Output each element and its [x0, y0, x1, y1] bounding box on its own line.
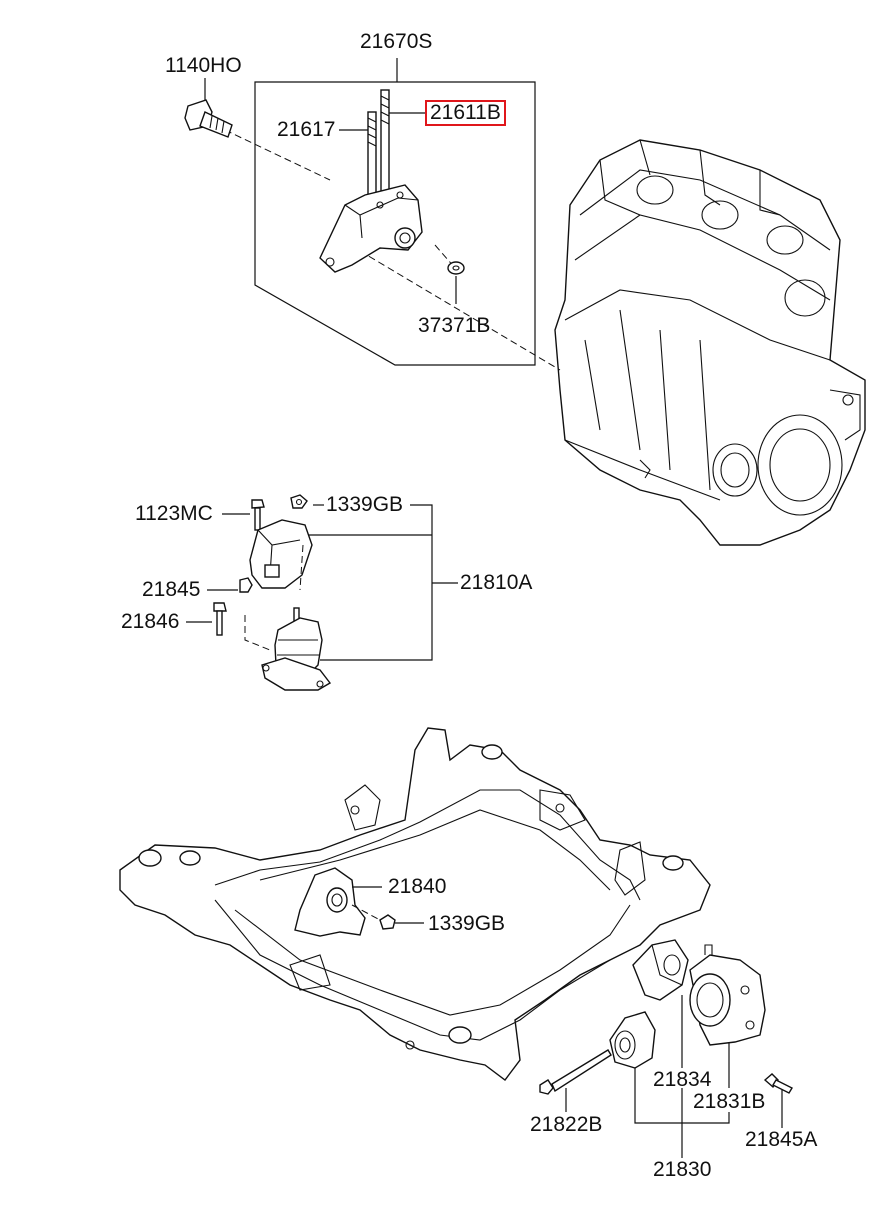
label-21834[interactable]: 21834	[653, 1068, 712, 1091]
label-21845[interactable]: 21845	[142, 578, 201, 601]
bolt-1140HO-drawing	[184, 78, 233, 138]
label-21846[interactable]: 21846	[121, 610, 180, 633]
label-21810A[interactable]: 21810A	[460, 571, 533, 594]
label-21840[interactable]: 21840	[388, 875, 447, 898]
label-1140HO[interactable]: 1140HO	[165, 54, 242, 77]
label-21822B[interactable]: 21822B	[530, 1113, 603, 1136]
mount-21840-drawing	[294, 867, 424, 937]
top-mount-group-frame	[224, 58, 561, 371]
label-21845A[interactable]: 21845A	[745, 1128, 818, 1151]
top-bracket-drawing	[319, 184, 423, 273]
washer-37371B-drawing	[447, 261, 465, 304]
label-1123MC[interactable]: 1123MC	[135, 502, 213, 525]
label-21670S[interactable]: 21670S	[360, 30, 433, 53]
engine-block-drawing	[554, 139, 866, 546]
label-21611B-highlighted[interactable]: 21611B	[425, 100, 506, 126]
rear-mount-group-drawing	[539, 939, 793, 1158]
label-21830[interactable]: 21830	[653, 1158, 712, 1181]
label-21617[interactable]: 21617	[277, 118, 336, 141]
subframe-drawing	[119, 727, 711, 1081]
middle-mount-group-drawing	[186, 494, 458, 691]
studs-drawing	[339, 89, 426, 203]
label-37371B[interactable]: 37371B	[418, 314, 491, 337]
label-21831B[interactable]: 21831B	[693, 1090, 766, 1113]
label-1339GB-top[interactable]: 1339GB	[326, 493, 404, 516]
label-1339GB-mid[interactable]: 1339GB	[428, 912, 506, 935]
